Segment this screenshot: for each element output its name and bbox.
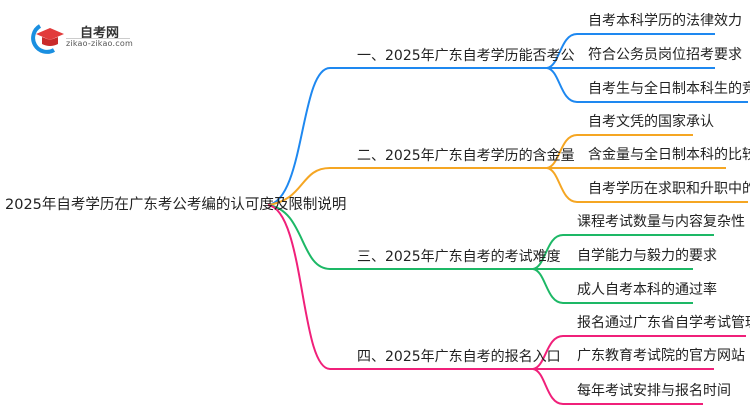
leaf-topic[interactable]: 自考文凭的国家承认 <box>588 114 714 130</box>
leaf-topic[interactable]: 成人自考本科的通过率 <box>577 282 717 298</box>
logo-title: 自考网 <box>80 26 120 41</box>
root-topic[interactable]: 2025年自考学历在广东考公考编的认可度及限制说明 <box>5 197 347 213</box>
branch-topic[interactable]: 二、2025年广东自考学历的含金量 <box>357 148 575 164</box>
leaf-topic[interactable]: 自考生与全日制本科生的竞争力 <box>588 81 750 97</box>
link-leaf-4-3 <box>532 368 703 405</box>
logo-domain: zikao-zikao.com <box>66 39 133 48</box>
graduation-cap-logo-icon <box>31 24 64 54</box>
link-leaf-2-1 <box>546 134 693 169</box>
leaf-topic[interactable]: 每年考试安排与报名时间 <box>577 383 731 399</box>
leaf-topic[interactable]: 含金量与全日制本科的比较 <box>588 147 750 163</box>
logo-divider <box>66 38 130 39</box>
leaf-topic[interactable]: 自考本科学历的法律效力 <box>588 13 742 29</box>
link-branch-2 <box>267 167 547 206</box>
link-leaf-2-3 <box>546 167 748 203</box>
link-branch-1 <box>267 67 547 206</box>
link-leaf-3-1 <box>532 234 714 270</box>
leaf-topic[interactable]: 自考学历在求职和升职中的待遇 <box>588 181 750 197</box>
branch-topic[interactable]: 三、2025年广东自考的考试难度 <box>357 249 561 265</box>
link-branch-4 <box>267 204 533 370</box>
branch-topic[interactable]: 四、2025年广东自考的报名入口 <box>357 349 561 365</box>
leaf-topic[interactable]: 课程考试数量与内容复杂性 <box>577 214 745 230</box>
link-branch-3 <box>267 204 533 270</box>
leaf-topic[interactable]: 报名通过广东省自学考试管理系统 <box>577 315 750 331</box>
link-leaf-1-1 <box>546 33 715 69</box>
leaf-topic[interactable]: 符合公务员岗位招考要求 <box>588 47 742 63</box>
branch-topic[interactable]: 一、2025年广东自考学历能否考公 <box>357 48 575 64</box>
link-leaf-4-1 <box>532 335 746 370</box>
leaf-topic[interactable]: 自学能力与毅力的要求 <box>577 248 717 264</box>
link-leaf-3-3 <box>532 268 693 304</box>
link-leaf-1-3 <box>546 67 748 103</box>
leaf-topic[interactable]: 广东教育考试院的官方网站 <box>577 348 745 364</box>
